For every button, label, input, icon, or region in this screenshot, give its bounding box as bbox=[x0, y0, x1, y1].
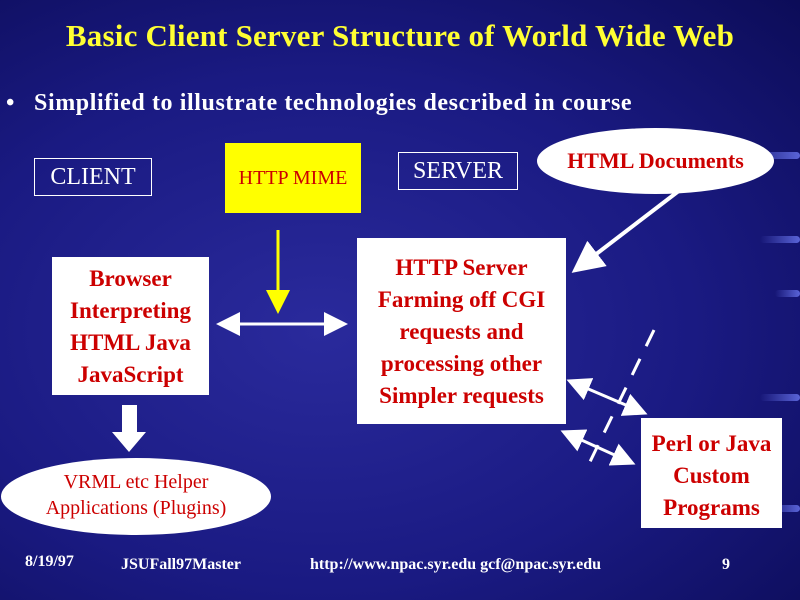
server-line: Simpler requests bbox=[379, 383, 544, 408]
decorative-streak bbox=[760, 394, 800, 401]
server-programs-arrow bbox=[566, 378, 648, 416]
server-line: HTTP Server bbox=[395, 255, 528, 280]
browser-line: Browser bbox=[89, 266, 172, 291]
decorative-streak bbox=[765, 505, 800, 512]
footer-date: 8/19/97 bbox=[25, 553, 74, 570]
bullet-text: Simplified to illustrate technologies de… bbox=[34, 90, 633, 116]
server-line: Farming off CGI bbox=[377, 287, 546, 312]
footer-master: JSUFall97Master bbox=[121, 556, 241, 573]
slide-title: Basic Client Server Structure of World W… bbox=[65, 18, 735, 53]
custom-programs-line: Custom bbox=[673, 463, 750, 488]
footer-url-email: http://www.npac.syr.edu gcf@npac.syr.edu bbox=[310, 556, 602, 573]
html-documents-node: HTML Documents bbox=[537, 128, 774, 194]
decorative-streak bbox=[760, 236, 800, 243]
decorative-streak bbox=[775, 290, 800, 297]
footer-page-number: 9 bbox=[722, 556, 730, 573]
server-label: SERVER bbox=[398, 152, 518, 190]
browser-to-helper-arrow bbox=[112, 405, 146, 452]
cgi-boundary-line bbox=[584, 329, 656, 471]
helper-line: Applications (Plugins) bbox=[45, 497, 227, 519]
bullet-marker: • bbox=[6, 90, 16, 116]
helper-applications-node: VRML etc Helper Applications (Plugins) bbox=[1, 458, 271, 535]
helper-line: VRML etc Helper bbox=[63, 471, 209, 493]
browser-node: Browser Interpreting HTML Java JavaScrip… bbox=[52, 257, 209, 395]
client-label: CLIENT bbox=[34, 158, 152, 196]
browser-line: Interpreting bbox=[70, 298, 191, 323]
server-line: processing other bbox=[380, 351, 543, 376]
http-mime-label: HTTP MIME bbox=[225, 143, 361, 213]
custom-programs-line: Programs bbox=[663, 495, 760, 520]
docs-to-server-arrow bbox=[571, 188, 682, 273]
custom-programs-line: Perl or Java bbox=[651, 431, 772, 456]
browser-line: HTML Java bbox=[70, 330, 191, 355]
bullet-point: • Simplified to illustrate technologies d… bbox=[6, 90, 632, 117]
server-line: requests and bbox=[399, 319, 524, 344]
http-server-node: HTTP Server Farming off CGI requests and… bbox=[357, 238, 566, 424]
custom-programs-node: Perl or Java Custom Programs bbox=[641, 418, 782, 528]
browser-line: JavaScript bbox=[77, 362, 184, 387]
